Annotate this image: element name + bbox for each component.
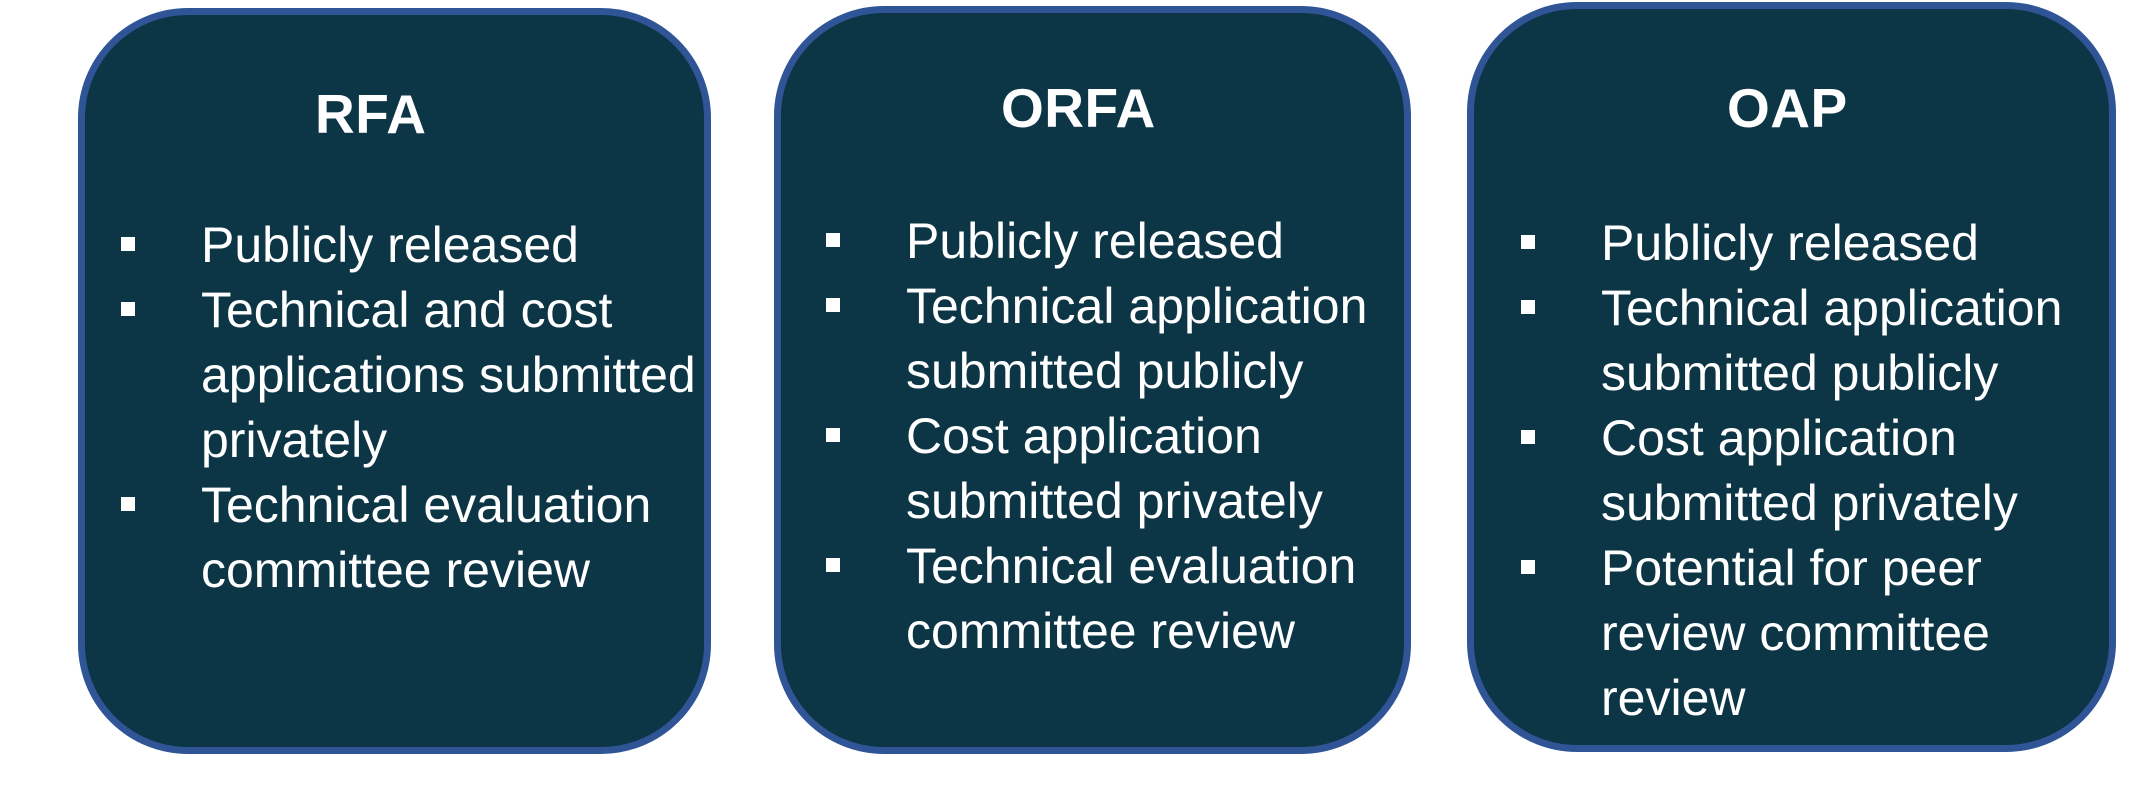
- square-bullet-icon: [826, 428, 840, 442]
- square-bullet-icon: [826, 233, 840, 247]
- list-item: Technical evaluation committee review: [826, 534, 1426, 664]
- card-oap: OAP Publicly released Technical applicat…: [1467, 2, 2116, 752]
- square-bullet-icon: [1521, 560, 1535, 574]
- square-bullet-icon: [826, 558, 840, 572]
- list-item: Technical application submitted publicly: [826, 274, 1426, 404]
- bullet-list-orfa: Publicly released Technical application …: [826, 209, 1426, 664]
- list-item-text: Technical application submitted publicly: [906, 278, 1368, 399]
- list-item: Publicly released: [121, 213, 721, 278]
- card-title-rfa: RFA: [315, 83, 427, 145]
- square-bullet-icon: [121, 237, 135, 251]
- card-title-orfa: ORFA: [1001, 77, 1156, 139]
- list-item: Technical application submitted publicly: [1521, 276, 2121, 406]
- bullet-list-oap: Publicly released Technical application …: [1521, 211, 2121, 731]
- list-item: Technical evaluation committee review: [121, 473, 721, 603]
- list-item-text: Technical and cost applications submitte…: [201, 282, 696, 468]
- list-item-text: Publicly released: [201, 217, 579, 273]
- list-item: Publicly released: [826, 209, 1426, 274]
- square-bullet-icon: [826, 298, 840, 312]
- square-bullet-icon: [1521, 300, 1535, 314]
- list-item: Technical and cost applications submitte…: [121, 278, 721, 473]
- list-item-text: Potential for peer review committee revi…: [1601, 540, 1990, 726]
- list-item: Cost application submitted privately: [1521, 406, 2121, 536]
- list-item-text: Publicly released: [906, 213, 1284, 269]
- list-item: Publicly released: [1521, 211, 2121, 276]
- list-item-text: Publicly released: [1601, 215, 1979, 271]
- square-bullet-icon: [1521, 430, 1535, 444]
- card-title-oap: OAP: [1727, 77, 1848, 139]
- card-orfa: ORFA Publicly released Technical applica…: [774, 6, 1411, 754]
- list-item-text: Technical application submitted publicly: [1601, 280, 2063, 401]
- square-bullet-icon: [121, 302, 135, 316]
- list-item-text: Cost application submitted privately: [1601, 410, 2018, 531]
- square-bullet-icon: [1521, 235, 1535, 249]
- list-item: Potential for peer review committee revi…: [1521, 536, 2121, 731]
- square-bullet-icon: [121, 497, 135, 511]
- list-item-text: Cost application submitted privately: [906, 408, 1323, 529]
- list-item-text: Technical evaluation committee review: [906, 538, 1357, 659]
- list-item: Cost application submitted privately: [826, 404, 1426, 534]
- card-rfa: RFA Publicly released Technical and cost…: [78, 8, 711, 754]
- bullet-list-rfa: Publicly released Technical and cost app…: [121, 213, 721, 603]
- list-item-text: Technical evaluation committee review: [201, 477, 652, 598]
